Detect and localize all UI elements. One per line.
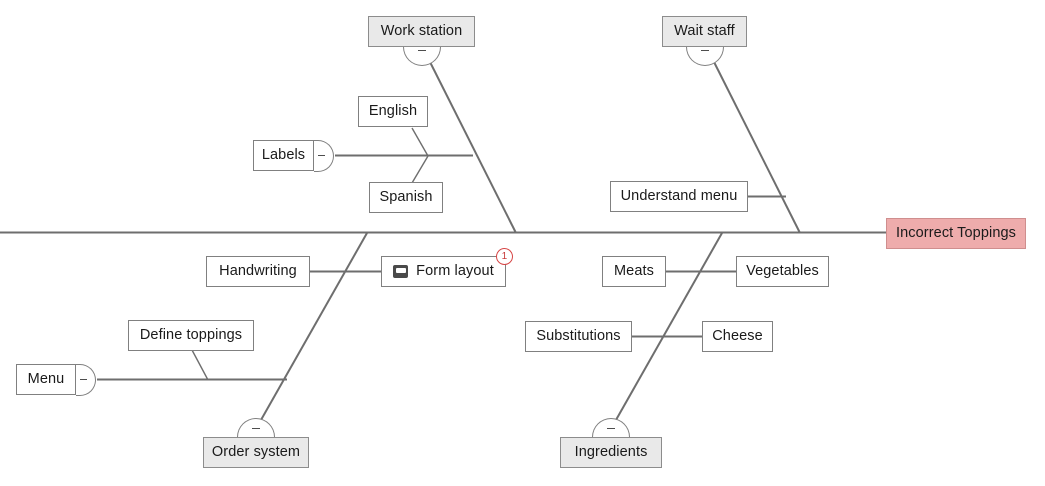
category-box-order-system[interactable]: Order system bbox=[203, 418, 309, 468]
cause-box-cheese[interactable]: Cheese bbox=[702, 321, 773, 352]
effect-label: Incorrect Toppings bbox=[895, 225, 1017, 242]
collapse-toggle-labels[interactable] bbox=[314, 139, 334, 172]
category-label-wait-staff: Wait staff bbox=[674, 23, 735, 40]
bone-english bbox=[411, 127, 429, 157]
cause-box-handwriting[interactable]: Handwriting bbox=[206, 256, 310, 287]
cause-label-cheese: Cheese bbox=[712, 328, 763, 345]
note-icon bbox=[393, 265, 409, 278]
cause-box-substitutions[interactable]: Substitutions bbox=[525, 321, 632, 352]
collapse-toggle-ingredients[interactable] bbox=[592, 418, 630, 437]
cause-label-define-toppings: Define toppings bbox=[139, 327, 243, 344]
comment-count-badge[interactable]: 1 bbox=[496, 248, 513, 265]
cause-box-vegetables[interactable]: Vegetables bbox=[736, 256, 829, 287]
category-label-work-station: Work station bbox=[380, 23, 463, 40]
cause-box-labels[interactable]: Labels bbox=[253, 139, 334, 172]
minus-icon bbox=[607, 428, 615, 429]
cause-box-menu[interactable]: Menu bbox=[16, 363, 96, 396]
collapse-toggle-menu[interactable] bbox=[76, 363, 96, 396]
cause-box-meats[interactable]: Meats bbox=[602, 256, 666, 287]
cause-box-define-toppings[interactable]: Define toppings bbox=[128, 320, 254, 351]
cause-label-handwriting: Handwriting bbox=[219, 263, 297, 280]
cause-label-meats: Meats bbox=[614, 263, 654, 280]
category-box-ingredients[interactable]: Ingredients bbox=[560, 418, 662, 468]
collapse-toggle-work-station[interactable] bbox=[402, 47, 441, 66]
collapse-toggle-order-system[interactable] bbox=[237, 418, 275, 437]
category-box-wait-staff[interactable]: Wait staff bbox=[662, 16, 747, 66]
bone-spanish bbox=[411, 155, 429, 184]
cause-box-understand-menu[interactable]: Understand menu bbox=[610, 181, 748, 212]
category-label-order-system: Order system bbox=[211, 444, 301, 461]
minus-icon bbox=[417, 50, 426, 51]
form-layout-content: Form layout bbox=[383, 264, 504, 279]
cause-box-spanish[interactable]: Spanish bbox=[369, 182, 443, 213]
minus-icon bbox=[700, 50, 709, 51]
cause-label-substitutions: Substitutions bbox=[536, 328, 621, 345]
cause-label-menu: Menu bbox=[27, 371, 65, 388]
cause-label-spanish: Spanish bbox=[379, 189, 433, 206]
cause-label-vegetables: Vegetables bbox=[746, 263, 819, 280]
category-box-work-station[interactable]: Work station bbox=[368, 16, 475, 66]
minus-icon bbox=[318, 155, 325, 156]
cause-box-english[interactable]: English bbox=[358, 96, 428, 127]
category-label-ingredients: Ingredients bbox=[574, 444, 648, 461]
collapse-toggle-wait-staff[interactable] bbox=[685, 47, 724, 66]
bone-define-toppings bbox=[191, 349, 209, 381]
cause-label-form-layout: Form layout bbox=[416, 263, 494, 280]
cause-label-labels: Labels bbox=[261, 147, 306, 164]
minus-icon bbox=[80, 379, 87, 380]
minus-icon bbox=[252, 428, 260, 429]
cause-label-understand-menu: Understand menu bbox=[620, 188, 738, 205]
cause-box-form-layout[interactable]: Form layout 1 bbox=[381, 248, 513, 287]
cause-label-english: English bbox=[368, 103, 418, 120]
effect-box[interactable]: Incorrect Toppings bbox=[886, 218, 1026, 249]
